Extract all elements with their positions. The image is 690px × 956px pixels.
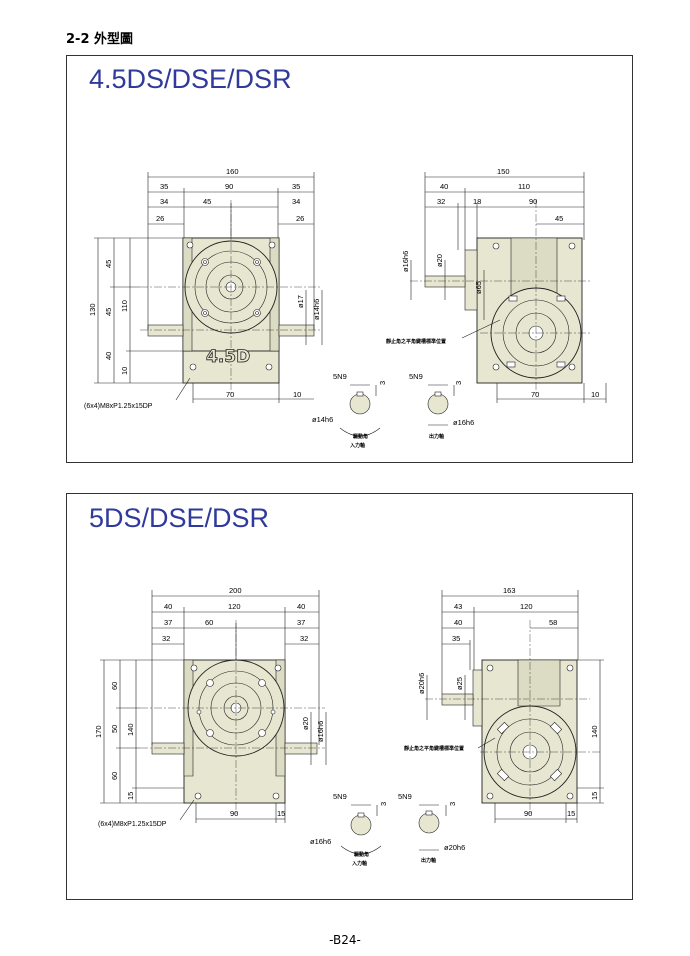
dim-text: 15 xyxy=(590,792,599,800)
dim-text: 35 xyxy=(160,182,168,191)
dim-text: 130 xyxy=(88,303,97,316)
dim-text: 40 xyxy=(164,602,172,611)
dim-text: 120 xyxy=(228,602,241,611)
dim-text: 45 xyxy=(104,260,113,268)
dim-text: 70 xyxy=(531,390,539,399)
keyway-label-bottom: 出力軸 xyxy=(421,857,436,864)
dim-text: 32 xyxy=(437,197,445,206)
dim-text: 140 xyxy=(590,725,599,738)
dim-text: 140 xyxy=(126,723,135,736)
keyway-dia: ø16h6 xyxy=(453,418,474,427)
dim-text: 45 xyxy=(104,308,113,316)
dim-text: ø20 xyxy=(435,254,444,267)
hole-note: (6x4)M8xP1.25x15DP xyxy=(84,403,153,410)
panel-title: 5DS/DSE/DSR xyxy=(89,503,270,533)
dim-text: 90 xyxy=(524,809,532,818)
dim-text: 40 xyxy=(297,602,305,611)
dim-text: 50 xyxy=(110,725,119,733)
dim-text: ø20h6 xyxy=(417,673,426,694)
keyway-width: 5N9 xyxy=(333,372,347,381)
stop-note: 靜止角之平角鍵槽標準位置 xyxy=(404,745,464,752)
dim-text: 15 xyxy=(567,809,575,818)
section-title: 2-2 外型圖 xyxy=(66,32,134,47)
keyway-label-bottom: 入力軸 xyxy=(352,860,367,867)
dim-text: 58 xyxy=(549,618,557,627)
side-bolt-holes xyxy=(492,242,576,371)
keyway-label-bottom: 出力軸 xyxy=(429,433,444,440)
dim-text: 18 xyxy=(473,197,481,206)
page-number: -B24- xyxy=(329,933,361,947)
dim-text: 10 xyxy=(120,367,129,375)
dim-text: 200 xyxy=(229,586,242,595)
keyway-width: 5N9 xyxy=(409,372,423,381)
keyway-width: 5N9 xyxy=(333,792,347,801)
dim-text: 32 xyxy=(300,634,308,643)
dim-text: 70 xyxy=(226,390,234,399)
dim-text: 45 xyxy=(203,197,211,206)
dim-text: 90 xyxy=(225,182,233,191)
keyway-label-bottom: 入力軸 xyxy=(350,442,365,449)
keyway-width: 5N9 xyxy=(398,792,412,801)
keyway-label-top: 驅動角 xyxy=(354,851,369,858)
dim-text: ø25 xyxy=(455,677,464,690)
dim-text: 40 xyxy=(440,182,448,191)
dim-text: 45 xyxy=(555,214,563,223)
dim-text: 35 xyxy=(452,634,460,643)
dim-text: 15 xyxy=(277,809,285,818)
dim-text: 163 xyxy=(503,586,516,595)
panel-title: 4.5DS/DSE/DSR xyxy=(89,64,292,94)
dim-text: 60 xyxy=(110,682,119,690)
keyway-depth: 3 xyxy=(379,802,388,806)
keyway-label-top: 驅動角 xyxy=(353,433,368,440)
keyway-depth: 3 xyxy=(454,381,463,385)
dim-text: 150 xyxy=(497,167,510,176)
dim-text: 110 xyxy=(518,182,530,191)
dim-text: 60 xyxy=(205,618,213,627)
dim-text: 90 xyxy=(529,197,537,206)
dim-text: 10 xyxy=(591,390,599,399)
dim-text: 35 xyxy=(292,182,300,191)
dim-text: 15 xyxy=(126,792,135,800)
dim-text: 120 xyxy=(520,602,533,611)
dim-text: 34 xyxy=(292,197,300,206)
dim-text: ø17 xyxy=(296,295,305,308)
dim-text: 37 xyxy=(164,618,172,627)
dim-text: 110 xyxy=(120,300,129,312)
dim-text: 43 xyxy=(454,602,462,611)
side-bolt-holes xyxy=(486,664,574,800)
dim-text: 40 xyxy=(454,618,462,627)
body-marking: 4.5D xyxy=(206,347,250,367)
dim-text: ø16h6 xyxy=(316,721,325,742)
dim-text: 60 xyxy=(110,772,119,780)
dim-text: ø14h6 xyxy=(312,299,321,320)
keyway-dia: ø20h6 xyxy=(444,843,465,852)
dim-text: 40 xyxy=(104,352,113,360)
front-bolt-holes xyxy=(190,664,282,800)
dim-text: ø20 xyxy=(301,717,310,730)
dim-text: ø16h6 xyxy=(401,251,410,272)
keyway-dia: ø14h6 xyxy=(312,415,333,424)
keyway-dia: ø16h6 xyxy=(310,837,331,846)
dim-text: 32 xyxy=(162,634,170,643)
hole-note: (6x4)M8xP1.25x15DP xyxy=(98,821,167,828)
dim-text: 170 xyxy=(94,725,103,738)
stop-note: 靜止角之平角鍵槽標準位置 xyxy=(386,338,446,345)
front-bolt-holes xyxy=(186,241,276,371)
dim-text: 160 xyxy=(226,167,239,176)
dim-text: 10 xyxy=(293,390,301,399)
dim-text: 26 xyxy=(156,214,164,223)
keyway-depth: 3 xyxy=(378,381,387,385)
dim-text: 26 xyxy=(296,214,304,223)
keyway-depth: 3 xyxy=(448,802,457,806)
dim-text: ø65 xyxy=(474,281,483,294)
dim-text: 90 xyxy=(230,809,238,818)
dim-text: 34 xyxy=(160,197,168,206)
dim-text: 37 xyxy=(297,618,305,627)
